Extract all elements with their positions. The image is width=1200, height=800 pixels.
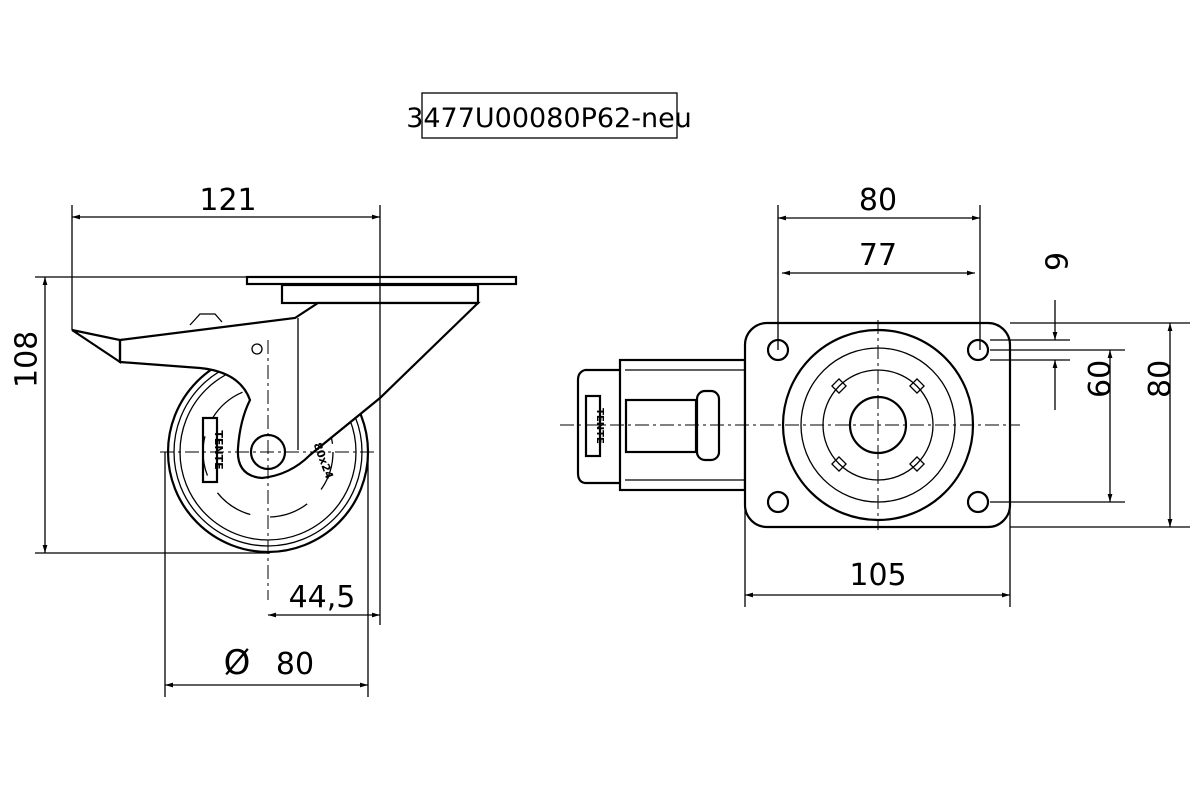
svg-text:44,5: 44,5	[289, 580, 356, 615]
brake-brand: TENTE	[594, 408, 605, 444]
dimension-77: 77	[782, 238, 975, 276]
title-block: 3477U00080P62-neu	[406, 92, 692, 139]
dimension-diameter-80: Ø 80	[164, 452, 369, 697]
dimension-108: 108	[9, 276, 270, 554]
svg-text:9: 9	[1040, 252, 1075, 271]
dimension-121: 121	[71, 183, 381, 625]
mounting-plate	[245, 275, 518, 286]
svg-text:80: 80	[276, 647, 314, 682]
dimension-44-5: 44,5	[268, 580, 380, 618]
svg-text:77: 77	[859, 238, 897, 273]
bolt-holes	[766, 338, 990, 514]
fork	[118, 301, 481, 480]
brake-lever	[71, 328, 122, 365]
dimension-60: 60	[990, 350, 1125, 503]
svg-text:80: 80	[859, 183, 897, 218]
part-number: 3477U00080P62-neu	[406, 103, 692, 134]
dimension-80-right: 80	[1010, 323, 1190, 528]
dimension-80-top: 80	[777, 183, 981, 350]
svg-text:60: 60	[1083, 360, 1118, 398]
svg-text:105: 105	[849, 558, 906, 593]
brake-pedal	[576, 368, 620, 485]
top-view: TENTE 80 77	[560, 183, 1190, 607]
brand-label	[201, 416, 219, 484]
wheel-brand: TENTE	[212, 430, 225, 469]
svg-text:108: 108	[9, 331, 44, 388]
dimension-9: 9	[990, 252, 1190, 410]
dimension-105: 105	[744, 345, 1011, 607]
side-view: TENTE 80x24 121 108 44,5 Ø 80	[9, 183, 518, 697]
svg-text:121: 121	[199, 183, 256, 218]
svg-text:80: 80	[1143, 360, 1178, 398]
diameter-symbol: Ø	[224, 643, 251, 683]
